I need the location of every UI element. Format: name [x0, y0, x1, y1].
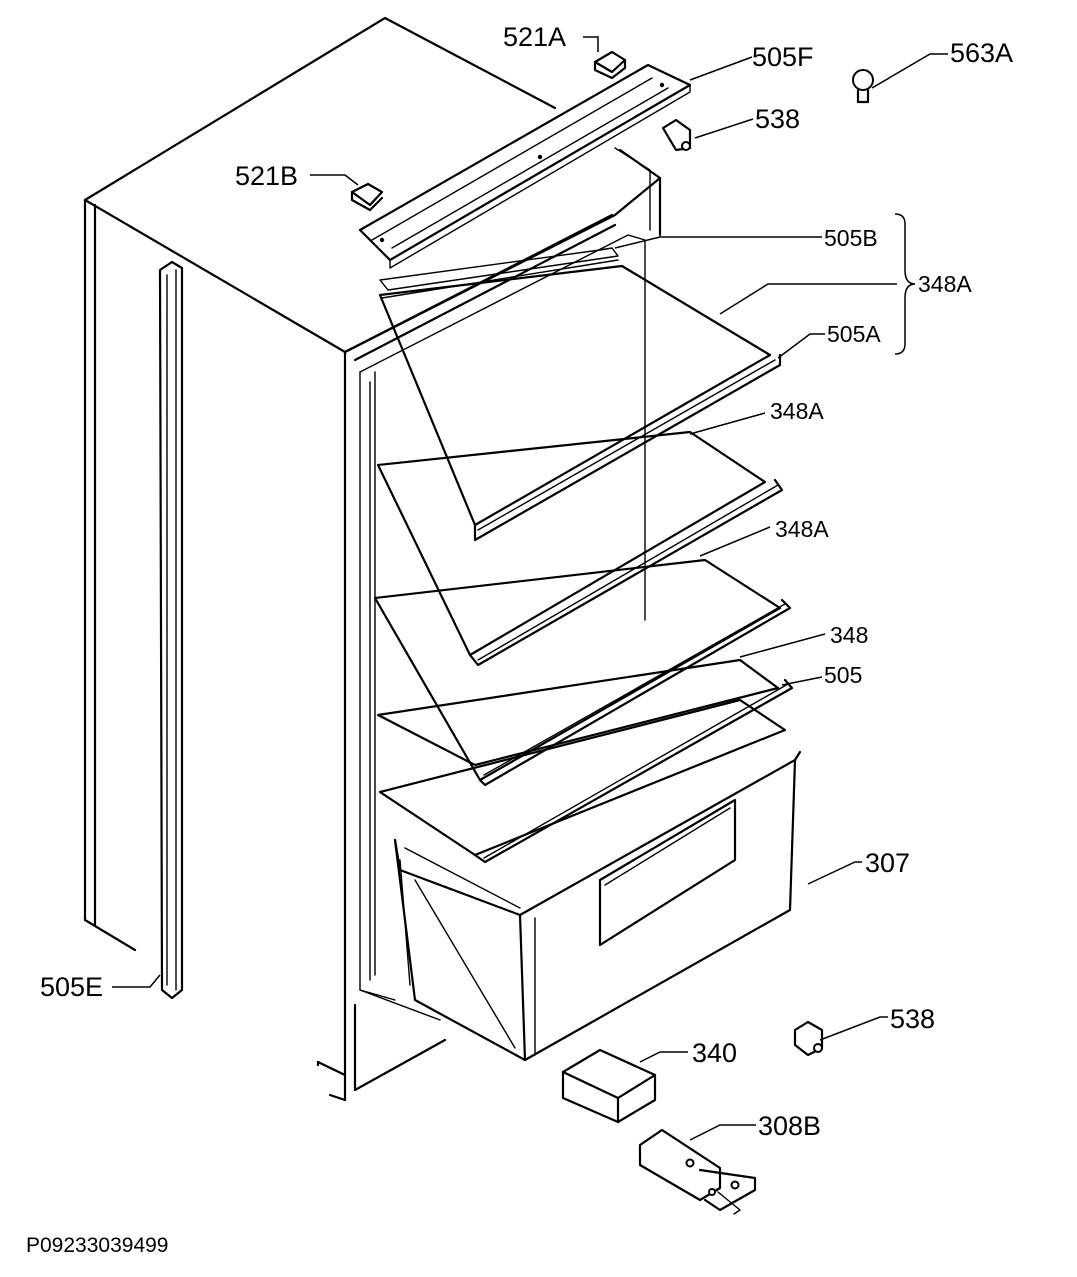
clip-521a	[593, 50, 627, 80]
hinge-308b	[638, 1128, 757, 1215]
clip-538-top	[661, 118, 692, 152]
label-521a: 521A	[503, 22, 566, 52]
label-505e: 505E	[40, 972, 103, 1002]
label-505a: 505A	[827, 321, 881, 347]
document-code: P09233039499	[26, 1234, 168, 1257]
label-505: 505	[824, 662, 862, 688]
glass-shelf-3	[373, 558, 792, 787]
crisper-drawer	[393, 750, 802, 1062]
label-308b: 308B	[758, 1111, 821, 1141]
part-labels: 521A 505F 563A 538 521B 505B 348A 505A 3…	[40, 22, 1013, 1141]
label-538-top: 538	[755, 104, 800, 134]
label-307: 307	[865, 848, 910, 878]
top-rail	[358, 63, 692, 269]
clip-538-bottom	[793, 1020, 824, 1057]
glass-shelf-4	[376, 658, 794, 864]
label-348a-bracket: 348A	[918, 271, 972, 297]
label-505f: 505F	[752, 42, 814, 72]
leader-lines	[112, 36, 948, 1141]
label-563a: 563A	[950, 38, 1013, 68]
label-521b: 521B	[235, 161, 298, 191]
label-348: 348	[830, 622, 868, 648]
screw-563a	[852, 69, 874, 104]
label-340: 340	[692, 1038, 737, 1068]
door-seal-strip	[158, 260, 184, 1000]
cabinet-body	[83, 16, 662, 1102]
glass-shelf-1	[378, 264, 782, 542]
label-348a-2: 348A	[775, 516, 829, 542]
label-505b: 505B	[824, 225, 878, 251]
glass-shelf-2	[376, 430, 784, 667]
clip-521b	[350, 182, 384, 212]
label-538-bottom: 538	[890, 1004, 935, 1034]
shelf-top-guard	[379, 247, 619, 299]
box-340	[561, 1048, 657, 1124]
label-348a-1: 348A	[770, 398, 824, 424]
